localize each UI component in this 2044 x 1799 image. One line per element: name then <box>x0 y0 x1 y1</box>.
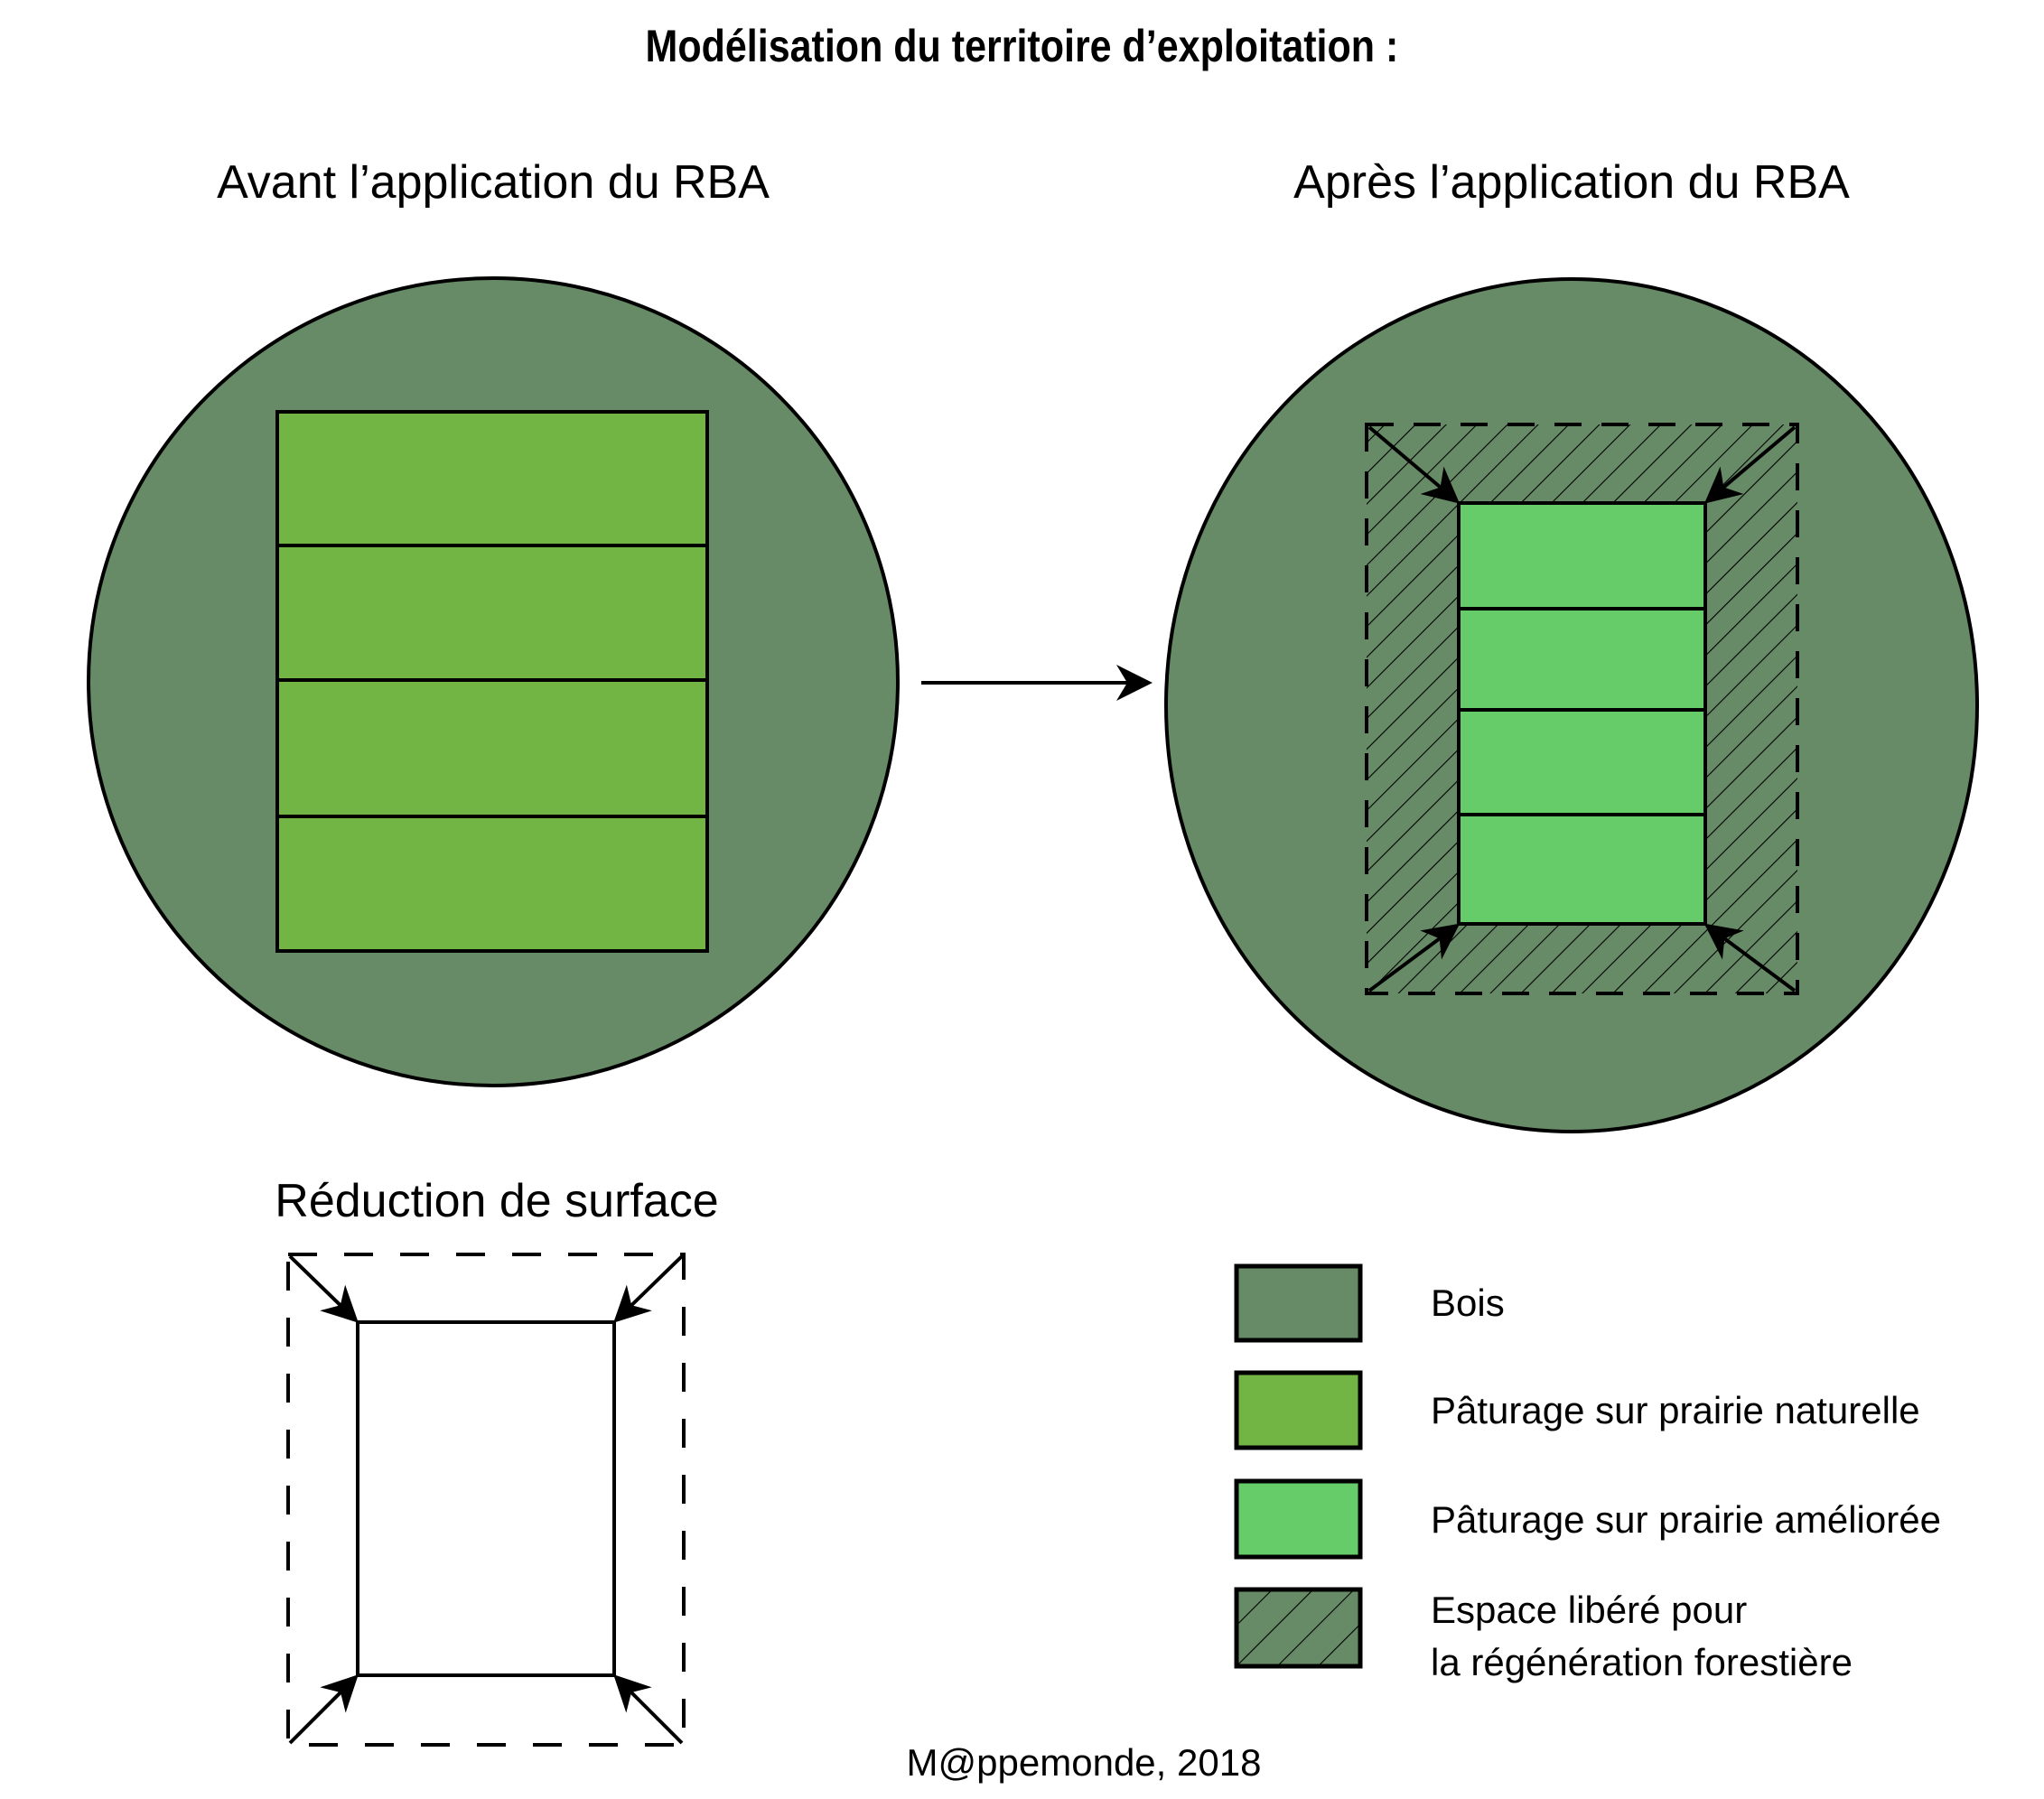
after-panel <box>1164 277 1979 1133</box>
improved-pasture-block <box>1457 501 1707 926</box>
parcel <box>1457 708 1707 816</box>
arrow-diagonal-icon <box>288 1674 359 1745</box>
arrow-diagonal-icon <box>288 1254 359 1323</box>
reduction-schematic <box>286 1253 686 1747</box>
reduced-boundary <box>356 1320 616 1677</box>
arrow-diagonal-icon <box>1703 923 1797 993</box>
legend-label-espace-libere-line2: la régénération forestière <box>1431 1641 1853 1683</box>
arrow-diagonal-icon <box>1703 425 1797 504</box>
legend-label-prairie-amelioree: Pâturage sur prairie améliorée <box>1431 1498 1941 1541</box>
legend-label-bois: Bois <box>1431 1282 1505 1324</box>
arrow-diagonal-icon <box>1367 923 1461 993</box>
arrow-diagonal-icon <box>613 1254 684 1323</box>
legend-swatch-bois <box>1234 1263 1363 1343</box>
parcel <box>275 544 709 682</box>
natural-pasture-block <box>275 410 709 953</box>
arrow-diagonal-icon <box>1367 425 1461 504</box>
parcel <box>1457 607 1707 712</box>
arrow-diagonal-icon <box>613 1674 684 1745</box>
parcel <box>275 410 709 547</box>
legend-label-prairie-naturelle: Pâturage sur prairie naturelle <box>1431 1389 1920 1431</box>
diagram-title: Modélisation du territoire d’exploitatio… <box>645 21 1399 71</box>
shrink-arrows-after <box>1367 425 1797 993</box>
legend-swatch-prairie-amelioree <box>1234 1478 1363 1560</box>
legend-swatch-espace-libere <box>1234 1587 1363 1669</box>
legend <box>1234 1263 1363 1669</box>
after-panel-label: Après l’application du RBA <box>1293 156 1850 209</box>
reduction-label: Réduction de surface <box>275 1175 719 1227</box>
parcel <box>1457 813 1707 926</box>
legend-swatch-prairie-naturelle <box>1234 1370 1363 1450</box>
before-panel-label: Avant l’application du RBA <box>217 156 770 209</box>
before-panel <box>87 276 900 1087</box>
legend-label-espace-libere-line1: Espace libéré pour <box>1431 1589 1748 1631</box>
parcel <box>275 815 709 953</box>
credit-text: M@ppemonde, 2018 <box>906 1741 1262 1784</box>
parcel <box>1457 501 1707 611</box>
parcel <box>275 678 709 818</box>
original-boundary-dashed <box>286 1253 686 1747</box>
